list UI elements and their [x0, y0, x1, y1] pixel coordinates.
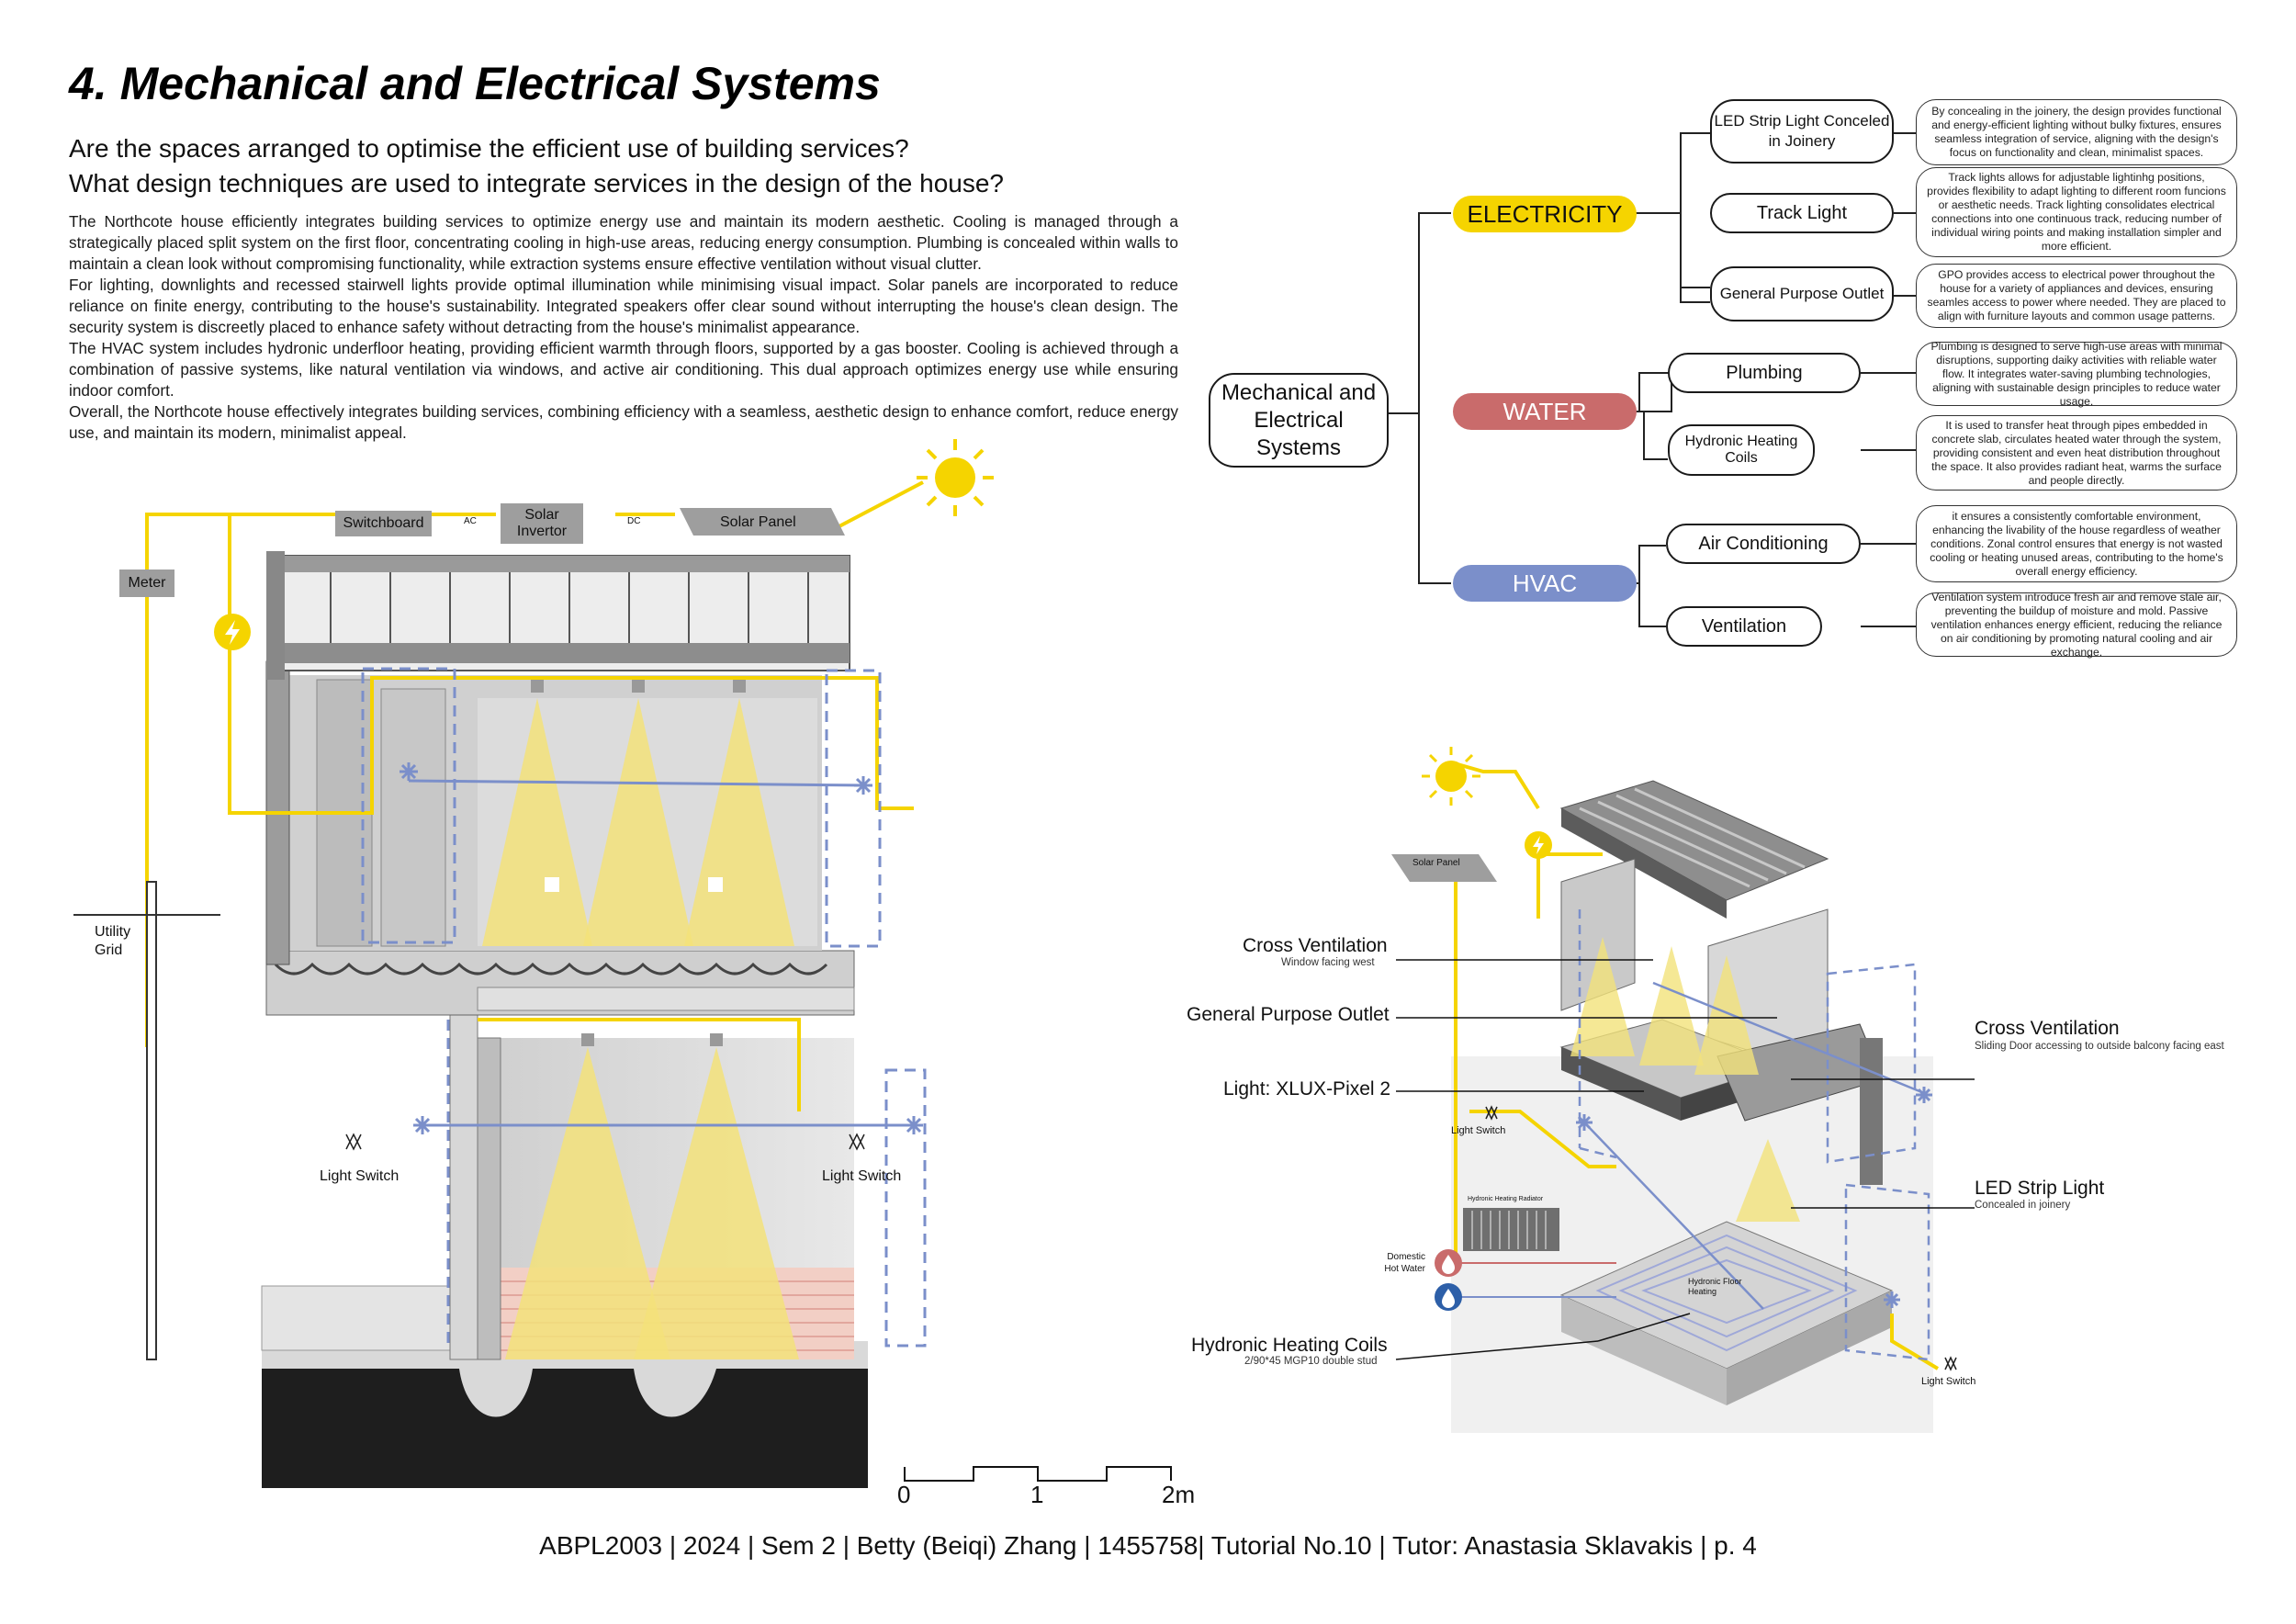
desc-ventilation: Ventilation system introduce fresh air a… [1916, 591, 2237, 659]
item-track-light: Track Light [1710, 193, 1894, 233]
axo-solar-panel-shape [1391, 854, 1497, 882]
axonometric-drawing [1391, 747, 1975, 1433]
axo-hvac-zones [1578, 909, 1930, 1361]
item-air-conditioning: Air Conditioning [1666, 524, 1861, 564]
sun-icon [917, 439, 994, 516]
paragraph-4: Overall, the Northcote house effectively… [69, 402, 1178, 442]
bolt-icon [214, 614, 251, 650]
light-cone [1694, 955, 1759, 1075]
callout-hydronic-coils: Hydronic Heating Coils [1191, 1335, 1388, 1356]
paragraph-3: The HVAC system includes hydronic underf… [69, 339, 1178, 400]
dc-label: DC [627, 516, 641, 526]
category-hvac: HVAC [1453, 565, 1637, 602]
callout-leaders [1395, 959, 1975, 1360]
hvac-lines [408, 779, 914, 1127]
light-cone [1736, 1139, 1800, 1222]
light-switch-icon [345, 1133, 865, 1151]
axo-light-switch-top: Light Switch [1451, 1125, 1506, 1136]
item-led-strip: LED Strip Light Conceled in Joinery [1710, 99, 1894, 164]
foundation-slab [262, 1341, 868, 1417]
item-gpo: General Purpose Outlet [1710, 266, 1894, 321]
light-cone [482, 698, 592, 946]
category-water: WATER [1453, 393, 1637, 430]
desc-track-light: Track lights allows for adjustable light… [1916, 167, 2237, 257]
callout-light: Light: XLUX-Pixel 2 [1223, 1078, 1391, 1100]
category-electricity: ELECTRICITY [1453, 196, 1637, 232]
paragraph-1: The Northcote house efficiently integrat… [69, 212, 1178, 273]
switchboard-label: Switchboard [335, 511, 432, 536]
item-ventilation: Ventilation [1666, 606, 1822, 647]
light-switch-label-left: Light Switch [320, 1168, 400, 1184]
axo-solar-panel-label: Solar Panel [1412, 858, 1460, 868]
desc-hydronic-coils: It is used to transfer heat through pipe… [1916, 415, 2237, 491]
paragraph-2: For lighting, downlights and recessed st… [69, 276, 1178, 336]
callout-gpo: General Purpose Outlet [1187, 1004, 1390, 1025]
item-plumbing: Plumbing [1668, 353, 1861, 393]
callout-hydronic-coils-sub: 2/90*45 MGP10 double stud [1244, 1356, 1378, 1367]
light-cone [1570, 937, 1635, 1056]
power-outlet [708, 877, 723, 892]
question-1: Are the spaces arranged to optimise the … [69, 134, 909, 163]
light-cone [634, 1047, 799, 1359]
axo-light-switch-bottom: Light Switch [1921, 1376, 1976, 1387]
desc-air-conditioning: it ensures a consistently comfortable en… [1916, 505, 2237, 582]
utility-grid-label: Utility Grid [95, 924, 131, 958]
radiator-shape [1463, 1208, 1559, 1251]
hvac-zones [361, 667, 927, 1350]
solar-panel-shape [680, 508, 845, 536]
desc-led-strip: By concealing in the joinery, the design… [1916, 99, 2237, 165]
callout-cross-ventilation-west: Cross Ventilation [1243, 935, 1388, 956]
light-cone [1639, 946, 1704, 1066]
light-cone [505, 1047, 670, 1359]
scale-label-2: 2m [1162, 1481, 1196, 1508]
light-switch-label-right: Light Switch [822, 1168, 902, 1184]
axo-heating-coils [1595, 1234, 1858, 1352]
electrical-wiring [145, 480, 924, 1111]
solar-panel-label: Solar Panel [720, 514, 796, 530]
radiator-label: Hydronic Heating Radiator [1468, 1196, 1544, 1202]
meter-label: Meter [119, 570, 174, 597]
floor-heating-label: Hydronic Floor Heating [1688, 1277, 1742, 1296]
guiding-questions: Are the spaces arranged to optimise the … [69, 131, 1004, 201]
desc-plumbing: Plumbing is designed to serve high-use a… [1916, 340, 2237, 408]
power-outlet [545, 877, 559, 892]
callout-cross-ventilation-east: Cross Ventilation [1975, 1018, 2120, 1039]
utility-pole [146, 881, 157, 1360]
body-text: The Northcote house efficiently integrat… [69, 211, 1178, 444]
scale-bar [904, 1466, 1172, 1482]
scale-label-1: 1 [1030, 1481, 1044, 1508]
axo-hvac-lines [1586, 981, 1925, 1310]
callout-cross-ventilation-east-sub: Sliding Door accessing to outside balcon… [1975, 1041, 2224, 1052]
roof-rafters [330, 572, 809, 643]
ac-label: AC [464, 516, 477, 526]
question-2: What design techniques are used to integ… [69, 169, 1004, 197]
callout-led-strip: LED Strip Light [1975, 1178, 2105, 1199]
callout-cross-ventilation-west-sub: Window facing west [1281, 957, 1375, 968]
item-hydronic-coils: Hydronic Heating Coils [1668, 424, 1815, 476]
hot-water-icon [1435, 1249, 1462, 1277]
light-fixtures [531, 680, 746, 1046]
mindmap-connectors [1389, 132, 1916, 627]
desc-gpo: GPO provides access to electrical power … [1916, 264, 2237, 328]
scale-label-0: 0 [897, 1481, 911, 1508]
section-drawing [73, 439, 1172, 1488]
cold-water-icon [1435, 1283, 1462, 1311]
mindmap-root: Mechanical and Electrical Systems [1209, 373, 1389, 468]
axo-bolt-icon [1525, 831, 1552, 859]
light-cone [583, 698, 693, 946]
domestic-hot-water-label: Domestic Hot Water [1384, 1252, 1425, 1274]
solar-invertor-label: Solar Invertor [501, 503, 583, 544]
page-title: 4. Mechanical and Electrical Systems [69, 58, 881, 109]
axo-sun-icon [1422, 747, 1480, 806]
footer: ABPL2003 | 2024 | Sem 2 | Betty (Beiqi) … [539, 1531, 1757, 1560]
vent-symbols [400, 762, 923, 1134]
callout-led-strip-sub: Concealed in joinery [1975, 1200, 2071, 1211]
